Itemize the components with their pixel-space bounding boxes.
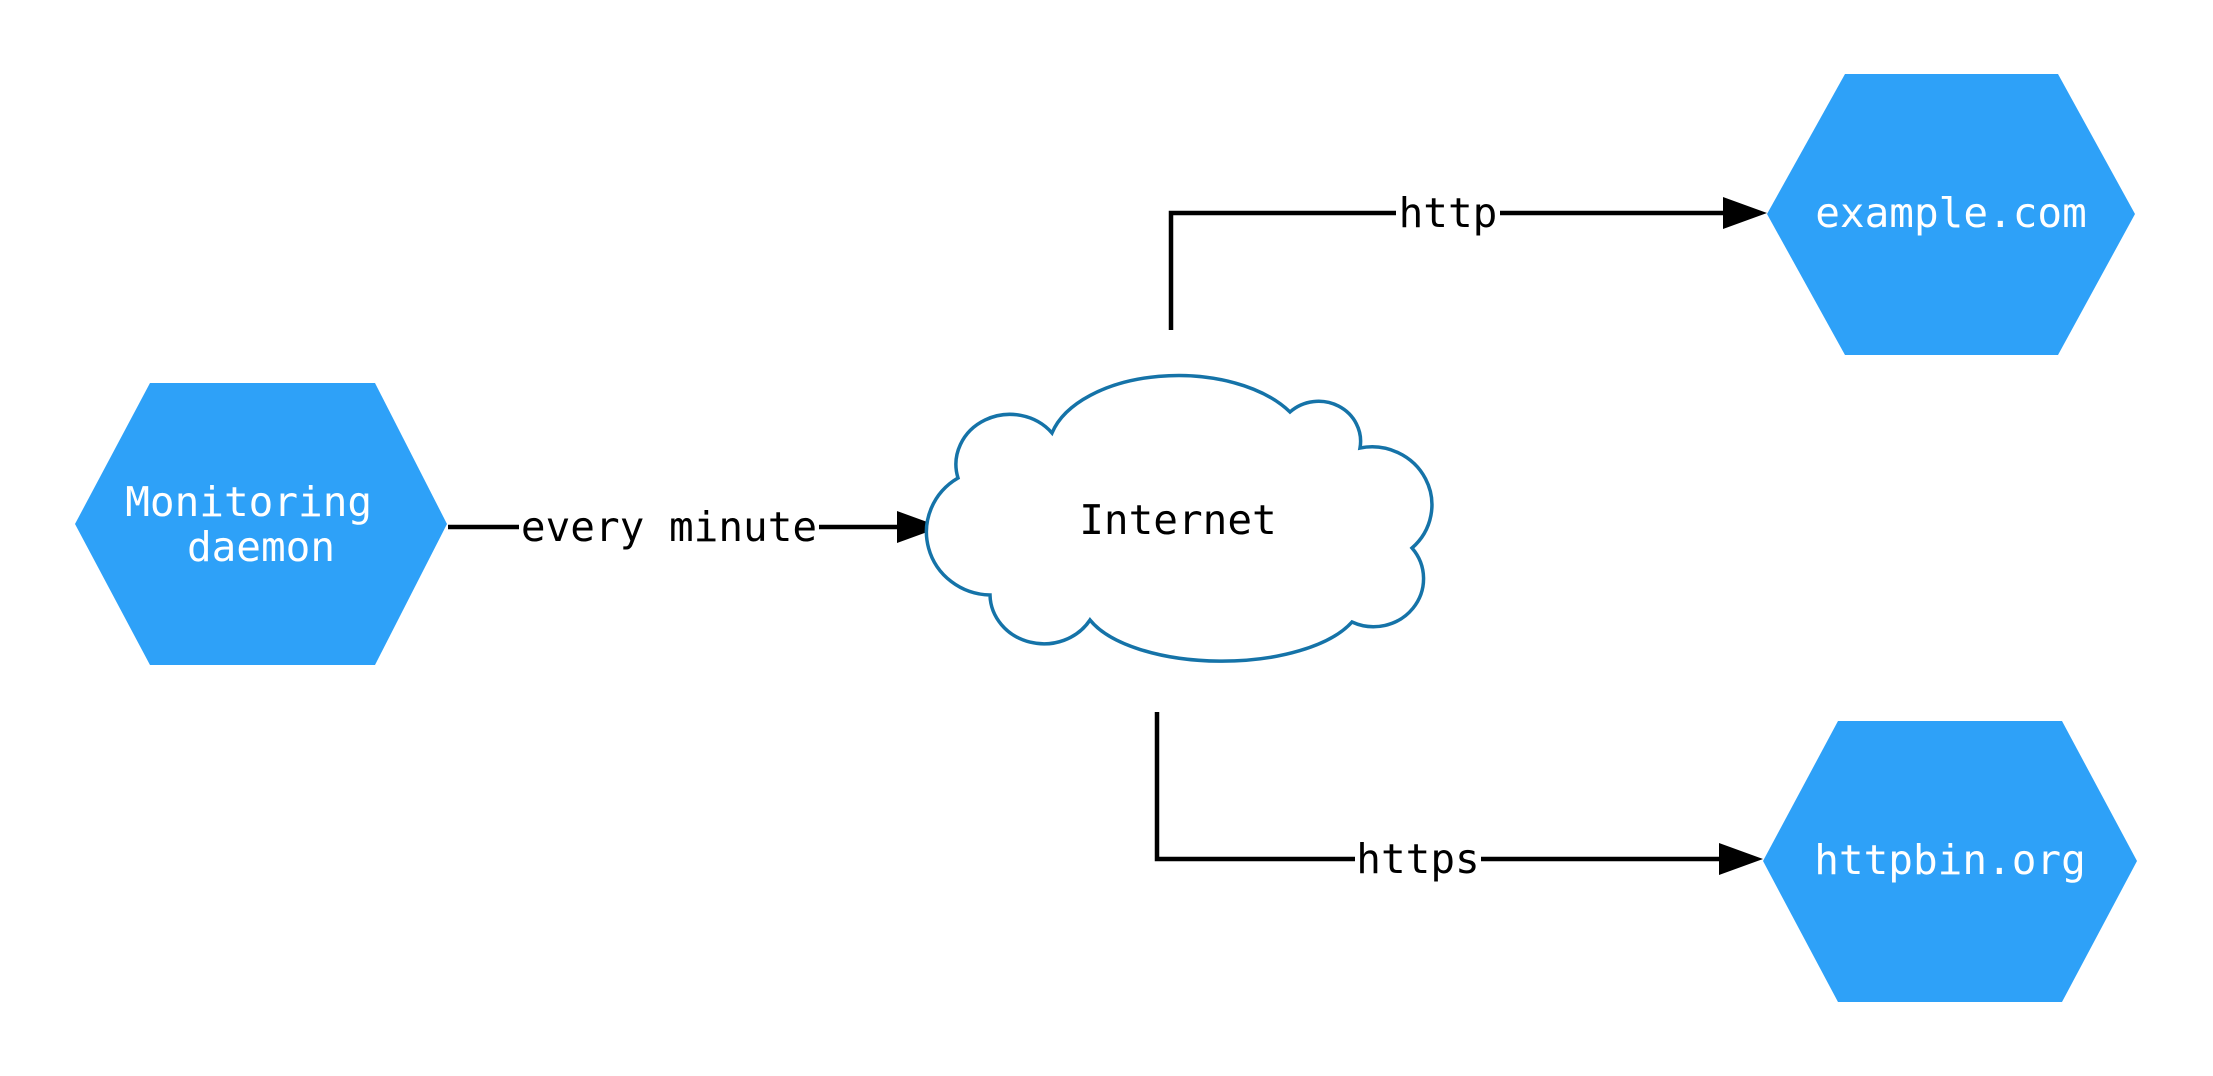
monitoring-daemon-node: Monitoring daemon: [75, 383, 447, 665]
monitoring-daemon-hexagon: [75, 383, 447, 665]
example-com-label: example.com: [1815, 189, 2087, 237]
every-minute-label-bg: [519, 506, 819, 550]
http-label-bg: [1396, 192, 1500, 236]
http-label: http: [1399, 189, 1498, 237]
https-line: [1154, 712, 1721, 862]
every-minute-label: every minute: [521, 503, 817, 551]
https-label-bg: [1355, 838, 1481, 882]
internet-label: Internet: [1079, 496, 1276, 544]
https-arrowhead: [1719, 843, 1763, 875]
http-line: [1168, 210, 1725, 330]
httpbin-org-node: httpbin.org: [1763, 721, 2137, 1002]
httpbin-org-label: httpbin.org: [1814, 836, 2086, 884]
httpbin-org-hexagon: [1763, 721, 2137, 1002]
example-com-node: example.com: [1767, 74, 2135, 355]
monitoring-daemon-label: Monitoring daemon: [125, 478, 397, 571]
edge-http: http: [1168, 189, 1767, 330]
https-label: https: [1356, 835, 1479, 883]
internet-cloud-shape: [924, 373, 1434, 663]
example-com-hexagon: [1767, 74, 2135, 355]
every-minute-arrowhead: [897, 511, 941, 543]
edge-every-minute: every minute: [448, 503, 941, 551]
edge-https: https: [1154, 712, 1763, 883]
internet-cloud-node: Internet: [924, 373, 1434, 663]
http-arrowhead: [1723, 197, 1767, 229]
monitoring-daemon-label-line1: Monitoring: [125, 478, 372, 526]
monitoring-daemon-label-line2: daemon: [187, 523, 335, 571]
